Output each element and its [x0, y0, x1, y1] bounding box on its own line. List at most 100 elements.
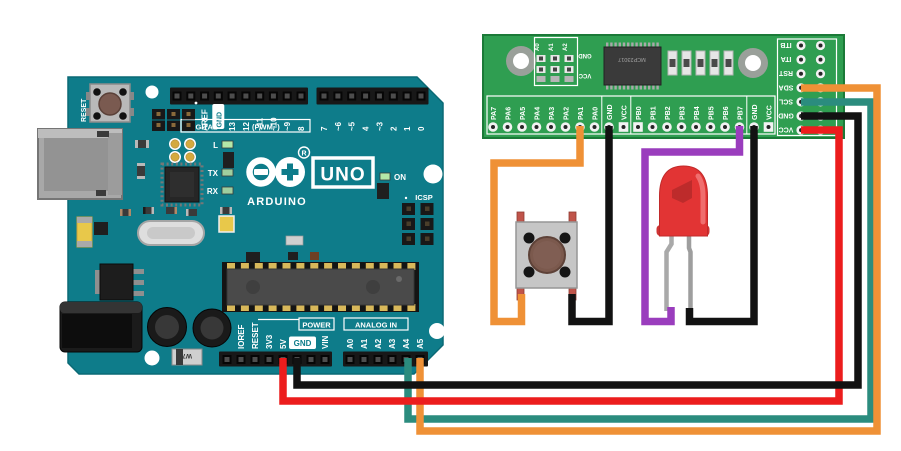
power-header[interactable]	[219, 351, 332, 367]
vcc-mid-label: VCC	[621, 105, 628, 120]
digital-header[interactable]	[170, 87, 429, 105]
io-expander-board: A0 A1 A2 GND VCC MCP23017	[482, 34, 845, 139]
ioref-label: IOREF	[237, 324, 246, 349]
mounting-holes	[144, 85, 445, 366]
a4-label: A4	[402, 338, 411, 349]
led-highlight	[695, 173, 706, 225]
pin-label-1: 1	[403, 126, 412, 131]
sda-label: SDA	[779, 83, 794, 90]
led-on	[379, 172, 391, 181]
pin-label-8: 8	[297, 126, 306, 131]
diode-label: W7	[182, 352, 192, 359]
push-button[interactable]	[515, 211, 578, 301]
a5-label: A5	[416, 338, 425, 349]
soic-pins	[606, 42, 659, 90]
jumper-gnd-label: GND	[578, 52, 592, 58]
jumper-a1-label: A1	[549, 43, 555, 51]
ic-small-2	[377, 183, 389, 199]
wire-button-orange[interactable]	[490, 126, 584, 326]
wire-5v-red[interactable]	[279, 126, 843, 405]
jumper-a2-label: A2	[563, 43, 569, 51]
a0-label: A0	[346, 338, 355, 349]
vcc-side-label: VCC	[779, 126, 794, 133]
jumper-a0-label: A0	[535, 43, 541, 51]
led-electrode	[672, 180, 692, 203]
usb-connector	[37, 128, 123, 200]
pb4-label: PB4	[694, 106, 701, 120]
wire-scl-teal[interactable]	[404, 98, 875, 423]
registered-mark-circle	[297, 146, 311, 159]
pb0-label: PB0	[636, 106, 643, 120]
led-l-label: L	[213, 141, 218, 150]
pin1-dot	[194, 101, 198, 105]
power-analog-labels: POWER ANALOG IN IOREF RESET 3V3 5V GND V…	[237, 317, 425, 349]
dip-legs	[227, 263, 416, 311]
a1-label: A1	[360, 338, 369, 349]
pin-label-7: 7	[320, 126, 329, 131]
gnd-mid-label: GND	[607, 104, 614, 120]
vcc-end-label: VCC	[766, 105, 773, 120]
pa6-label: PA6	[505, 107, 512, 120]
expander-pcb	[482, 34, 845, 139]
gnd-pill-top	[212, 104, 225, 129]
expander-bottom-labels: PA7 PA6 PA5 PA4 PA3 PA2 PA1 PA0 GND VCC …	[491, 104, 774, 120]
arduino-label: ARDUINO	[247, 196, 307, 208]
fuse	[76, 216, 93, 248]
a3-label: A3	[388, 338, 397, 349]
pb5-label: PB5	[708, 106, 715, 120]
on-led-group: ON	[377, 172, 406, 199]
pb2-label: PB2	[665, 106, 672, 120]
pb3-label: PB3	[679, 106, 686, 120]
gold-pads	[169, 138, 196, 163]
led-rx-label: RX	[207, 187, 219, 196]
power-section-label: POWER	[302, 321, 331, 330]
crystal-oscillator	[137, 220, 205, 246]
wires	[279, 84, 881, 435]
pin-label-5: ~5	[348, 121, 357, 131]
pin-label-6: ~6	[334, 121, 343, 131]
resistor-array	[667, 50, 734, 76]
pin-label-9: ~9	[283, 121, 292, 131]
pin-label-3: ~3	[375, 121, 384, 131]
power-jack	[59, 301, 143, 353]
atmega16u2-chip	[160, 162, 204, 207]
gnd-end-label: GND	[752, 104, 759, 120]
led-rx	[221, 186, 234, 195]
expander-mounting-holes	[506, 46, 768, 78]
usb-icsp-header	[152, 109, 195, 131]
pin-label-4: 4	[362, 126, 371, 131]
led-tx-label: TX	[208, 169, 219, 178]
icsp-header[interactable]: ICSP	[402, 193, 434, 245]
capacitors	[147, 307, 232, 348]
wire-led-black[interactable]	[685, 126, 758, 326]
3v3-label: 3V3	[265, 334, 274, 349]
itb-label: ITB	[780, 41, 791, 48]
pb6-label: PB6	[723, 106, 730, 120]
pin-label-12: 12	[242, 122, 251, 131]
led-leg-left	[664, 234, 674, 311]
mcp23017-chip: MCP23017	[603, 42, 662, 90]
pa0-label: PA0	[592, 107, 599, 120]
ita-label: ITA	[781, 55, 792, 62]
arduino-logo: R UNO ARDUINO	[246, 146, 375, 208]
pa2-label: PA2	[563, 107, 570, 120]
gnd-pill-power	[289, 336, 316, 349]
5v-label: 5V	[279, 339, 288, 349]
wire-led-purple[interactable]	[641, 126, 744, 326]
pa5-label: PA5	[520, 107, 527, 120]
wire-gnd-black[interactable]	[293, 112, 862, 389]
gnd-power-label: GND	[294, 339, 312, 348]
pb1-label: PB1	[650, 106, 657, 120]
digital-pin-labels: AREF GND 13 12 ~11 ~10 ~9 8 7 ~6 ~5 4 ~3…	[180, 101, 426, 133]
wire-button-black[interactable]	[568, 126, 613, 326]
power-section-box	[298, 317, 335, 331]
reset-button[interactable]	[86, 83, 134, 123]
pa4-label: PA4	[534, 107, 541, 120]
logo-minus-ring	[246, 157, 276, 187]
led-l	[221, 140, 234, 149]
wire-sda-orange[interactable]	[416, 84, 881, 435]
rst-label: RST	[778, 69, 793, 76]
pa7-label: PA7	[491, 107, 498, 120]
pin-label-0: 0	[417, 126, 426, 131]
analog-header[interactable]	[343, 351, 428, 367]
